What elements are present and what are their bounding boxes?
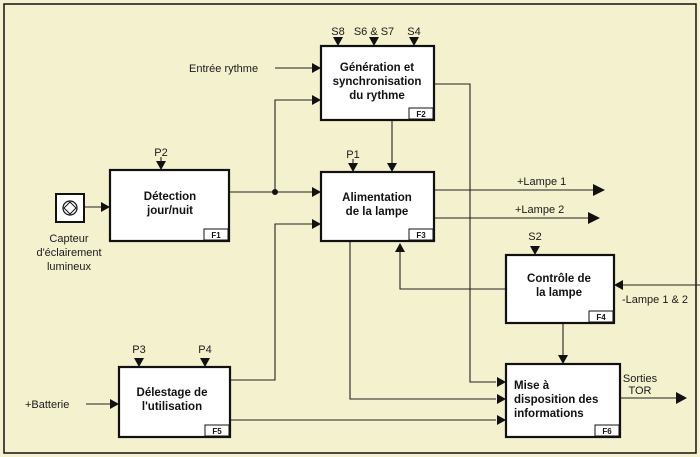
block-f4-label-2: la lampe	[536, 287, 582, 299]
block-f6-tag-box	[594, 424, 620, 437]
sensor-box	[55, 193, 85, 223]
block-f5-tag-box	[204, 424, 230, 437]
arrow-f4-f6	[558, 355, 568, 364]
block-f3: Alimentation de la lampe F3	[319, 170, 436, 243]
arrow-f4-f3	[395, 243, 405, 252]
block-f6-label-1: Mise à	[514, 380, 550, 392]
arrow-s2	[530, 246, 540, 255]
param-p2: P2	[154, 147, 167, 159]
block-f2-label-1: Génération et	[340, 62, 414, 74]
batterie-label: +Batterie	[25, 399, 69, 411]
diagram-frame	[3, 3, 697, 454]
param-s8: S8	[331, 26, 344, 38]
lampe2-label: +Lampe 2	[515, 204, 564, 216]
arrow-f2-f3	[387, 163, 397, 172]
lampe1-label: +Lampe 1	[517, 176, 566, 188]
arrow-p4	[200, 358, 210, 367]
arrow-rythme-f2	[312, 63, 321, 73]
arrow-sorties	[676, 392, 687, 404]
parameter-stubs	[160, 157, 354, 164]
block-f3-label-2: de la lampe	[346, 206, 409, 218]
arrow-f5-f3	[312, 219, 321, 229]
arrow-p2	[156, 161, 166, 170]
block-f6-tag: F6	[602, 427, 612, 436]
block-f3-tag-box	[408, 228, 434, 241]
lampe12-label: -Lampe 1 & 2	[622, 294, 688, 306]
arrow-batterie-f5	[110, 399, 119, 409]
arrow-p1	[348, 163, 358, 172]
block-f1: Détection jour/nuit F1	[108, 168, 231, 243]
block-f2-tag-box	[408, 107, 434, 120]
arrow-f2-f6	[497, 377, 506, 387]
block-f1-tag: F1	[211, 231, 221, 240]
sensor-diamond	[63, 201, 77, 215]
block-f3-label-1: Alimentation	[342, 192, 412, 204]
line-f2-f6	[434, 83, 496, 383]
block-f5-label-1: Délestage de	[137, 387, 208, 399]
line-f4-f3	[399, 252, 506, 290]
param-s6-s7: S6 & S7	[354, 26, 394, 38]
block-f4-tag: F4	[596, 313, 606, 322]
block-f6-label-2: disposition des	[514, 394, 598, 406]
arrow-sensor-f1	[101, 202, 110, 212]
param-p4: P4	[198, 344, 211, 356]
connection-lines	[84, 67, 700, 421]
block-f6: Mise à disposition des informations F6	[504, 362, 622, 439]
block-f1-tag-box	[203, 228, 229, 241]
sensor-label-3: lumineux	[47, 261, 92, 273]
block-f4-label-1: Contrôle de	[527, 273, 591, 285]
block-f4: Contrôle de la lampe F4	[504, 253, 616, 325]
arrow-f1-f3	[312, 187, 321, 197]
block-f6-label-3: informations	[514, 408, 584, 420]
sorties-label-2: TOR	[628, 385, 651, 397]
arrow-s67	[369, 37, 379, 46]
arrow-p3	[134, 358, 144, 367]
arrowheads	[101, 37, 687, 425]
param-s2: S2	[528, 231, 541, 243]
block-f1-label-1: Détection	[144, 191, 196, 203]
block-f1-label-2: jour/nuit	[146, 205, 193, 217]
block-f2-box	[319, 44, 436, 122]
block-f5: Délestage de l'utilisation F5	[117, 365, 232, 439]
arrow-f5-f6	[497, 415, 506, 425]
param-p3: P3	[132, 344, 145, 356]
light-sensor: Capteur d'éclairement lumineux	[36, 193, 102, 273]
arrow-s8	[333, 37, 343, 46]
line-f3-f6	[349, 241, 496, 400]
arrow-lampe12-f4	[614, 280, 623, 290]
sorties-label-1: Sorties	[623, 373, 658, 385]
sensor-label-1: Capteur	[49, 233, 88, 245]
entree-rythme-label: Entrée rythme	[189, 63, 258, 75]
line-f1-f2	[274, 99, 313, 192]
block-f5-tag: F5	[212, 427, 222, 436]
block-f2: Génération et synchronisation du rythme …	[319, 44, 436, 122]
arrow-f1-f2	[312, 95, 321, 105]
arrow-f3-f6	[497, 394, 506, 404]
block-f3-tag: F3	[416, 231, 426, 240]
line-f5-f3	[230, 223, 313, 381]
param-s4: S4	[407, 26, 420, 38]
block-f4-tag-box	[588, 310, 614, 323]
block-f2-tag: F2	[416, 110, 426, 119]
arrow-lampe1	[593, 184, 605, 196]
arrow-lampe2	[588, 212, 600, 224]
junction-dot	[272, 189, 278, 195]
block-f2-label-2: synchronisation	[333, 76, 422, 88]
param-p1: P1	[346, 149, 359, 161]
sensor-icon	[62, 200, 78, 216]
sensor-label-2: d'éclairement	[36, 247, 101, 259]
arrow-s4	[409, 37, 419, 46]
labels: Entrée rythme +Batterie +Lampe 1 +Lampe …	[25, 26, 688, 411]
block-f2-label-3: du rythme	[349, 90, 405, 102]
block-f5-label-2: l'utilisation	[142, 401, 202, 413]
